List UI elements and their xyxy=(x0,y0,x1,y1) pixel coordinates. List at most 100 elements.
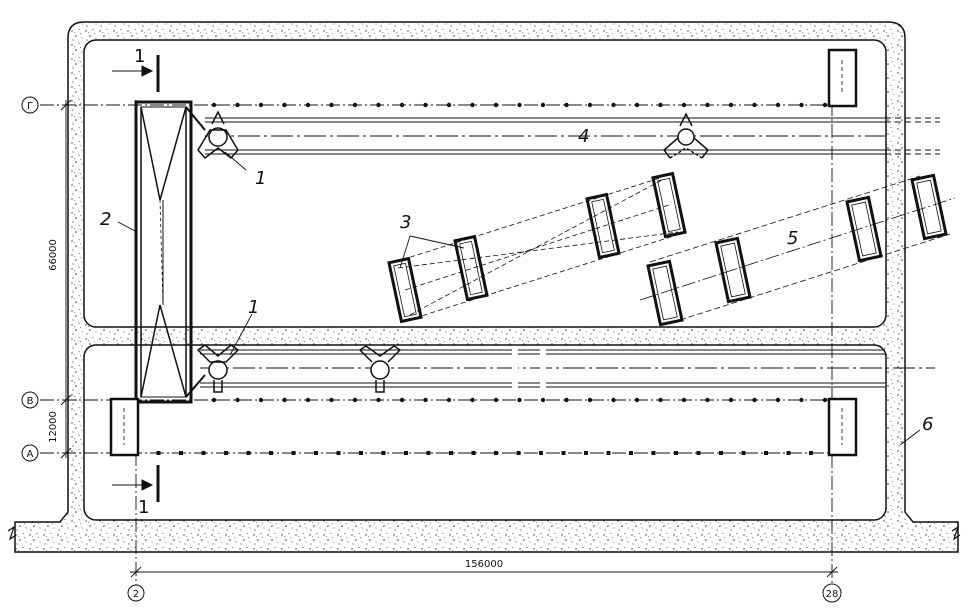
column-marker xyxy=(258,102,264,108)
column-marker xyxy=(587,397,593,403)
column-marker xyxy=(329,397,334,403)
column-marker xyxy=(258,397,264,403)
column-marker xyxy=(564,397,569,403)
column-marker xyxy=(540,397,546,403)
end-pad-lower-left xyxy=(109,397,140,457)
column-marker xyxy=(359,451,363,455)
column-marker xyxy=(799,397,804,403)
column-marker xyxy=(634,102,640,108)
section-cut-bottom xyxy=(112,465,160,502)
section-label-top: 1 xyxy=(134,46,145,67)
column-marker xyxy=(352,102,358,108)
column-marker xyxy=(449,451,453,455)
vertical-dimension xyxy=(60,99,72,459)
column-marker xyxy=(681,397,687,403)
column-marker xyxy=(156,451,161,455)
column-marker xyxy=(282,102,287,108)
column-marker xyxy=(651,451,656,455)
break-mark-left xyxy=(7,525,17,541)
column-marker xyxy=(471,451,476,455)
callout-4: 4 xyxy=(578,126,589,147)
column-marker xyxy=(822,102,828,108)
column-marker xyxy=(741,451,746,455)
section-cut-top xyxy=(112,55,160,92)
svg-text:В: В xyxy=(27,396,34,407)
callout-1-upper: 1 xyxy=(255,168,266,189)
block-tie-lines xyxy=(394,177,681,319)
column-marker xyxy=(305,102,311,108)
axis-bubble-v: В xyxy=(21,391,39,409)
column-marker xyxy=(494,451,498,455)
column-marker xyxy=(493,397,499,403)
dimension-lower-span: 12000 xyxy=(48,411,59,443)
column-marker xyxy=(809,451,813,455)
column-marker xyxy=(728,102,734,108)
column-marker xyxy=(606,451,611,455)
break-mark-right xyxy=(951,525,961,541)
column-marker xyxy=(587,102,593,108)
column-marker xyxy=(381,451,386,455)
svg-text:Г: Г xyxy=(27,101,33,112)
end-pad-lower-right xyxy=(827,397,858,457)
column-marker xyxy=(305,397,311,403)
column-marker xyxy=(752,397,757,403)
svg-text:28: 28 xyxy=(826,589,839,600)
column-marker xyxy=(376,397,381,403)
end-pad-upper-right xyxy=(827,48,858,108)
column-marker xyxy=(336,451,341,455)
svg-text:2: 2 xyxy=(133,589,139,600)
callout-1-lower: 1 xyxy=(248,297,259,318)
callout-5: 5 xyxy=(787,228,798,249)
column-marker xyxy=(786,451,791,455)
column-marker xyxy=(179,451,183,455)
callout-2: 2 xyxy=(100,209,111,230)
block-group-5-lines xyxy=(639,175,956,321)
column-marker xyxy=(517,397,522,403)
lower-pit xyxy=(83,344,887,521)
column-marker xyxy=(493,102,499,108)
precast-blocks-group-5 xyxy=(646,173,948,327)
tower-crane-upper-middle xyxy=(662,112,710,159)
column-marker xyxy=(822,397,828,403)
column-marker xyxy=(764,451,768,455)
column-marker xyxy=(611,397,616,403)
lower-rail-gap xyxy=(512,346,518,390)
column-marker xyxy=(517,102,522,108)
column-marker xyxy=(291,451,296,455)
column-marker xyxy=(282,397,287,403)
column-marker xyxy=(540,102,546,108)
column-marker xyxy=(426,451,431,455)
horizontal-dimension xyxy=(130,566,838,578)
dimension-overall-width: 156000 xyxy=(465,559,503,570)
column-marker xyxy=(235,397,240,403)
upper-runway-rails xyxy=(205,117,940,155)
column-marker xyxy=(224,451,228,455)
column-marker xyxy=(446,102,452,108)
column-marker xyxy=(352,397,358,403)
column-marker xyxy=(329,102,334,108)
column-marker xyxy=(423,397,428,403)
dock-gate xyxy=(134,100,206,404)
column-marker xyxy=(775,397,781,403)
column-marker xyxy=(399,397,405,403)
column-marker xyxy=(728,397,734,403)
column-marker xyxy=(775,102,781,108)
callout-3: 3 xyxy=(400,212,411,233)
column-marker xyxy=(446,397,452,403)
tower-crane-upper-left xyxy=(197,110,239,160)
column-marker xyxy=(564,102,569,108)
tower-crane-lower-left xyxy=(196,344,240,393)
upper-pit xyxy=(83,39,887,328)
lower-rail-gap xyxy=(540,346,546,390)
column-marker xyxy=(681,102,687,108)
column-marker xyxy=(423,102,428,108)
axis-bubble-g: Г xyxy=(21,96,39,114)
column-marker xyxy=(470,397,475,403)
column-marker xyxy=(674,451,678,455)
column-marker xyxy=(696,451,701,455)
column-marker xyxy=(584,451,588,455)
column-marker xyxy=(314,451,318,455)
column-marker xyxy=(561,451,566,455)
column-marker xyxy=(658,102,663,108)
